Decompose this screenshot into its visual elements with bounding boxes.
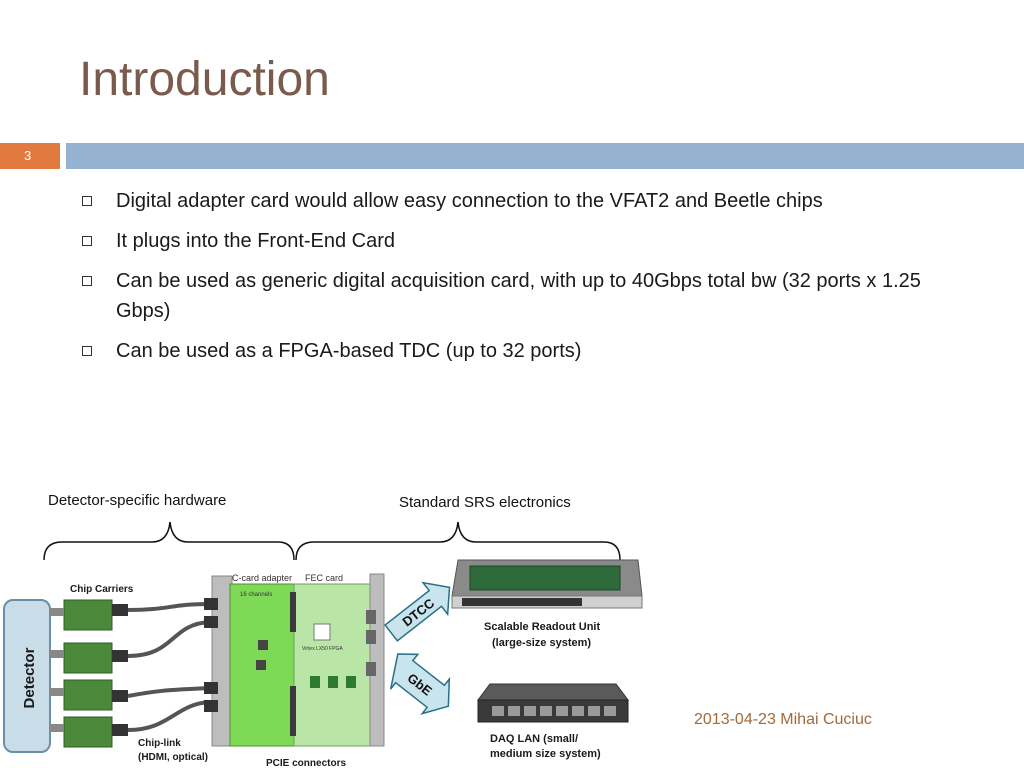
dtcc-arrow: DTCC xyxy=(383,581,451,642)
square-bullet-icon xyxy=(82,196,92,206)
bullet-text: It plugs into the Front-End Card xyxy=(116,230,396,252)
square-bullet-icon xyxy=(82,346,92,356)
chip-link-label: Chip-link xyxy=(138,738,181,749)
footer-date-author: 2013-04-23 Mihai Cuciuc xyxy=(694,711,872,728)
bullet-item: Can be used as a FPGA-based TDC (up to 3… xyxy=(80,336,960,366)
bullet-text: Can be used as generic digital acquisiti… xyxy=(116,270,921,322)
pcie-connector-strips xyxy=(290,592,296,736)
bullet-item: Can be used as generic digital acquisiti… xyxy=(80,266,960,326)
gbe-arrow: GbE xyxy=(389,653,451,716)
scalable-readout-unit xyxy=(451,559,643,609)
fec-card-panel xyxy=(369,573,385,747)
fec-card-label: FEC card xyxy=(305,573,343,583)
fec-ports xyxy=(366,610,376,676)
sru-sublabel: (large-size system) xyxy=(492,637,591,649)
channels-label: 16 channels xyxy=(240,592,272,598)
header-bar xyxy=(66,143,1024,169)
fpga-chip xyxy=(313,623,331,641)
daq-label: DAQ LAN (small/ xyxy=(490,733,578,745)
chip-ic xyxy=(256,660,266,670)
fpga-label: Virtex LX50 FPGA xyxy=(302,646,343,652)
bracket-left xyxy=(43,521,295,561)
pcie-label: PCIE connectors xyxy=(266,758,346,768)
detector-label: Detector xyxy=(21,647,38,708)
bracket-right-label: Standard SRS electronics xyxy=(399,494,571,511)
chip-carrier-boards xyxy=(50,599,128,748)
bracket-left-label: Detector-specific hardware xyxy=(48,492,227,509)
chip-link-cables xyxy=(127,602,211,732)
daq-sublabel: medium size system) xyxy=(490,748,601,760)
chip-carriers-label: Chip Carriers xyxy=(70,584,134,595)
bullet-list: Digital adapter card would allow easy co… xyxy=(80,186,960,376)
bullet-text: Digital adapter card would allow easy co… xyxy=(116,190,823,212)
chip-ic xyxy=(258,640,268,650)
bullet-text: Can be used as a FPGA-based TDC (up to 3… xyxy=(116,340,582,362)
slide-number-box xyxy=(0,143,60,169)
daq-lan-switch xyxy=(477,683,629,723)
sru-label: Scalable Readout Unit xyxy=(484,621,600,633)
square-bullet-icon xyxy=(82,236,92,246)
bullet-item: Digital adapter card would allow easy co… xyxy=(80,186,960,216)
c-card-connectors xyxy=(204,598,218,712)
detector-block xyxy=(3,599,51,753)
slide-title: Introduction xyxy=(79,53,330,106)
fec-card-board xyxy=(293,583,371,747)
fec-ic-chips xyxy=(310,676,356,688)
bullet-item: It plugs into the Front-End Card xyxy=(80,226,960,256)
square-bullet-icon xyxy=(82,276,92,286)
chip-link-sublabel: (HDMI, optical) xyxy=(138,752,208,763)
bracket-right xyxy=(295,521,621,561)
c-card-label: C-card adapter xyxy=(232,573,292,583)
slide-number: 3 xyxy=(24,148,32,163)
